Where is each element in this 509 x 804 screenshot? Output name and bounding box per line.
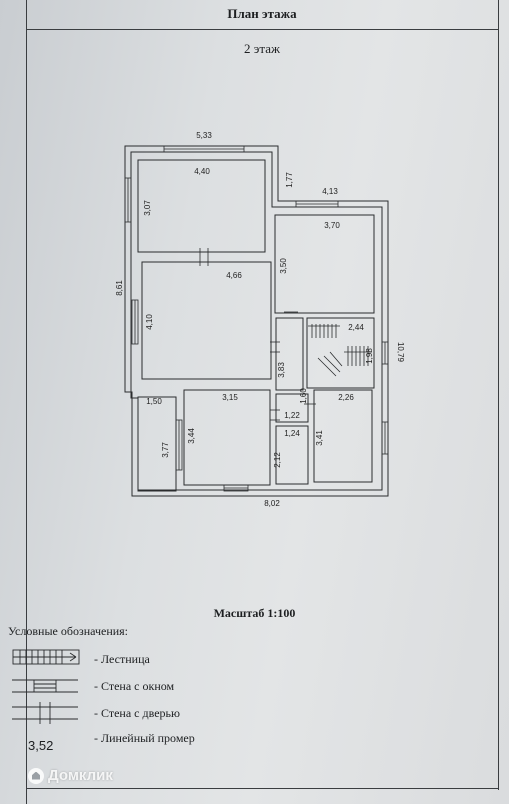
legend-stairs-label: - Лестница <box>94 652 150 666</box>
watermark-text: Домклик <box>48 767 113 784</box>
floor-subtitle: 2 этаж <box>244 41 280 56</box>
dim-stair-height: 1,98 <box>365 348 374 364</box>
dim-overall-bottom: 8,02 <box>264 499 280 508</box>
scale-label: Масштаб 1:100 <box>213 606 296 620</box>
room-5 <box>313 389 373 483</box>
outer-wall <box>124 145 389 497</box>
dim-room3-height: 3,50 <box>279 258 288 274</box>
room-2 <box>141 261 272 380</box>
dim-room3-width: 3,70 <box>324 221 340 230</box>
floor-plan: 5,33 4,40 1,77 4,13 3,07 3,70 3,50 4,66 … <box>115 131 405 508</box>
dim-room2-width: 4,66 <box>226 271 242 280</box>
frame-left-border <box>26 0 27 804</box>
dim-stair-width: 2,44 <box>348 323 364 332</box>
room-1 <box>137 159 266 253</box>
legend-wall-window-label: - Стена с окном <box>94 679 175 693</box>
stairs <box>308 324 372 377</box>
doors <box>199 248 316 421</box>
room-4 <box>183 389 271 486</box>
dim-room1-width: 4,40 <box>194 167 210 176</box>
dim-room4-height: 3,44 <box>187 428 196 444</box>
stair-room <box>306 317 375 389</box>
corridor <box>275 317 304 391</box>
dim-room2-height: 4,10 <box>145 314 154 330</box>
frame-title-divider <box>26 29 498 30</box>
wall-door-symbol-icon <box>12 702 78 724</box>
dim-bath-top-width: 1,22 <box>284 411 300 420</box>
stairs-symbol-icon <box>12 649 80 665</box>
bath-room <box>275 425 309 485</box>
dim-room4-width: 3,15 <box>222 393 238 402</box>
legend-wall-door-label: - Стена с дверью <box>94 706 180 720</box>
dim-bath-height: 2,12 <box>273 452 282 468</box>
dim-room1-height: 3,07 <box>143 200 152 216</box>
dim-overall-right: 10,79 <box>396 342 405 363</box>
dim-hall-height: 1,60 <box>299 388 308 404</box>
dim-notch-drop: 1,77 <box>285 172 294 188</box>
wall-window-symbol-icon <box>12 679 78 693</box>
dim-right-top: 4,13 <box>322 187 338 196</box>
frame-right-border <box>498 0 499 790</box>
page-title: План этажа <box>227 6 297 21</box>
dim-small-left-height: 3,77 <box>161 442 170 458</box>
dim-room5-height: 3,41 <box>315 430 324 446</box>
dim-corridor-height: 3,83 <box>277 362 286 378</box>
windows <box>124 145 389 492</box>
dim-room5-width: 2,26 <box>338 393 354 402</box>
small-left-room <box>137 396 177 492</box>
dim-small-left-width: 1,50 <box>146 397 162 406</box>
room-3 <box>274 214 375 314</box>
legend-linear-label: - Линейный промер <box>94 731 195 745</box>
dim-bath-width: 1,24 <box>284 429 300 438</box>
outer-wall-inner <box>130 151 383 491</box>
hall <box>275 393 309 423</box>
dim-overall-top: 5,33 <box>196 131 212 140</box>
house-logo-icon <box>28 767 44 784</box>
frame-bottom-border <box>26 788 498 789</box>
legend-linear-sample: 3,52 <box>28 738 54 753</box>
dim-overall-left: 8,61 <box>115 280 124 296</box>
watermark: Домклик <box>28 767 113 784</box>
legend-title: Условные обозначения: <box>8 624 129 638</box>
